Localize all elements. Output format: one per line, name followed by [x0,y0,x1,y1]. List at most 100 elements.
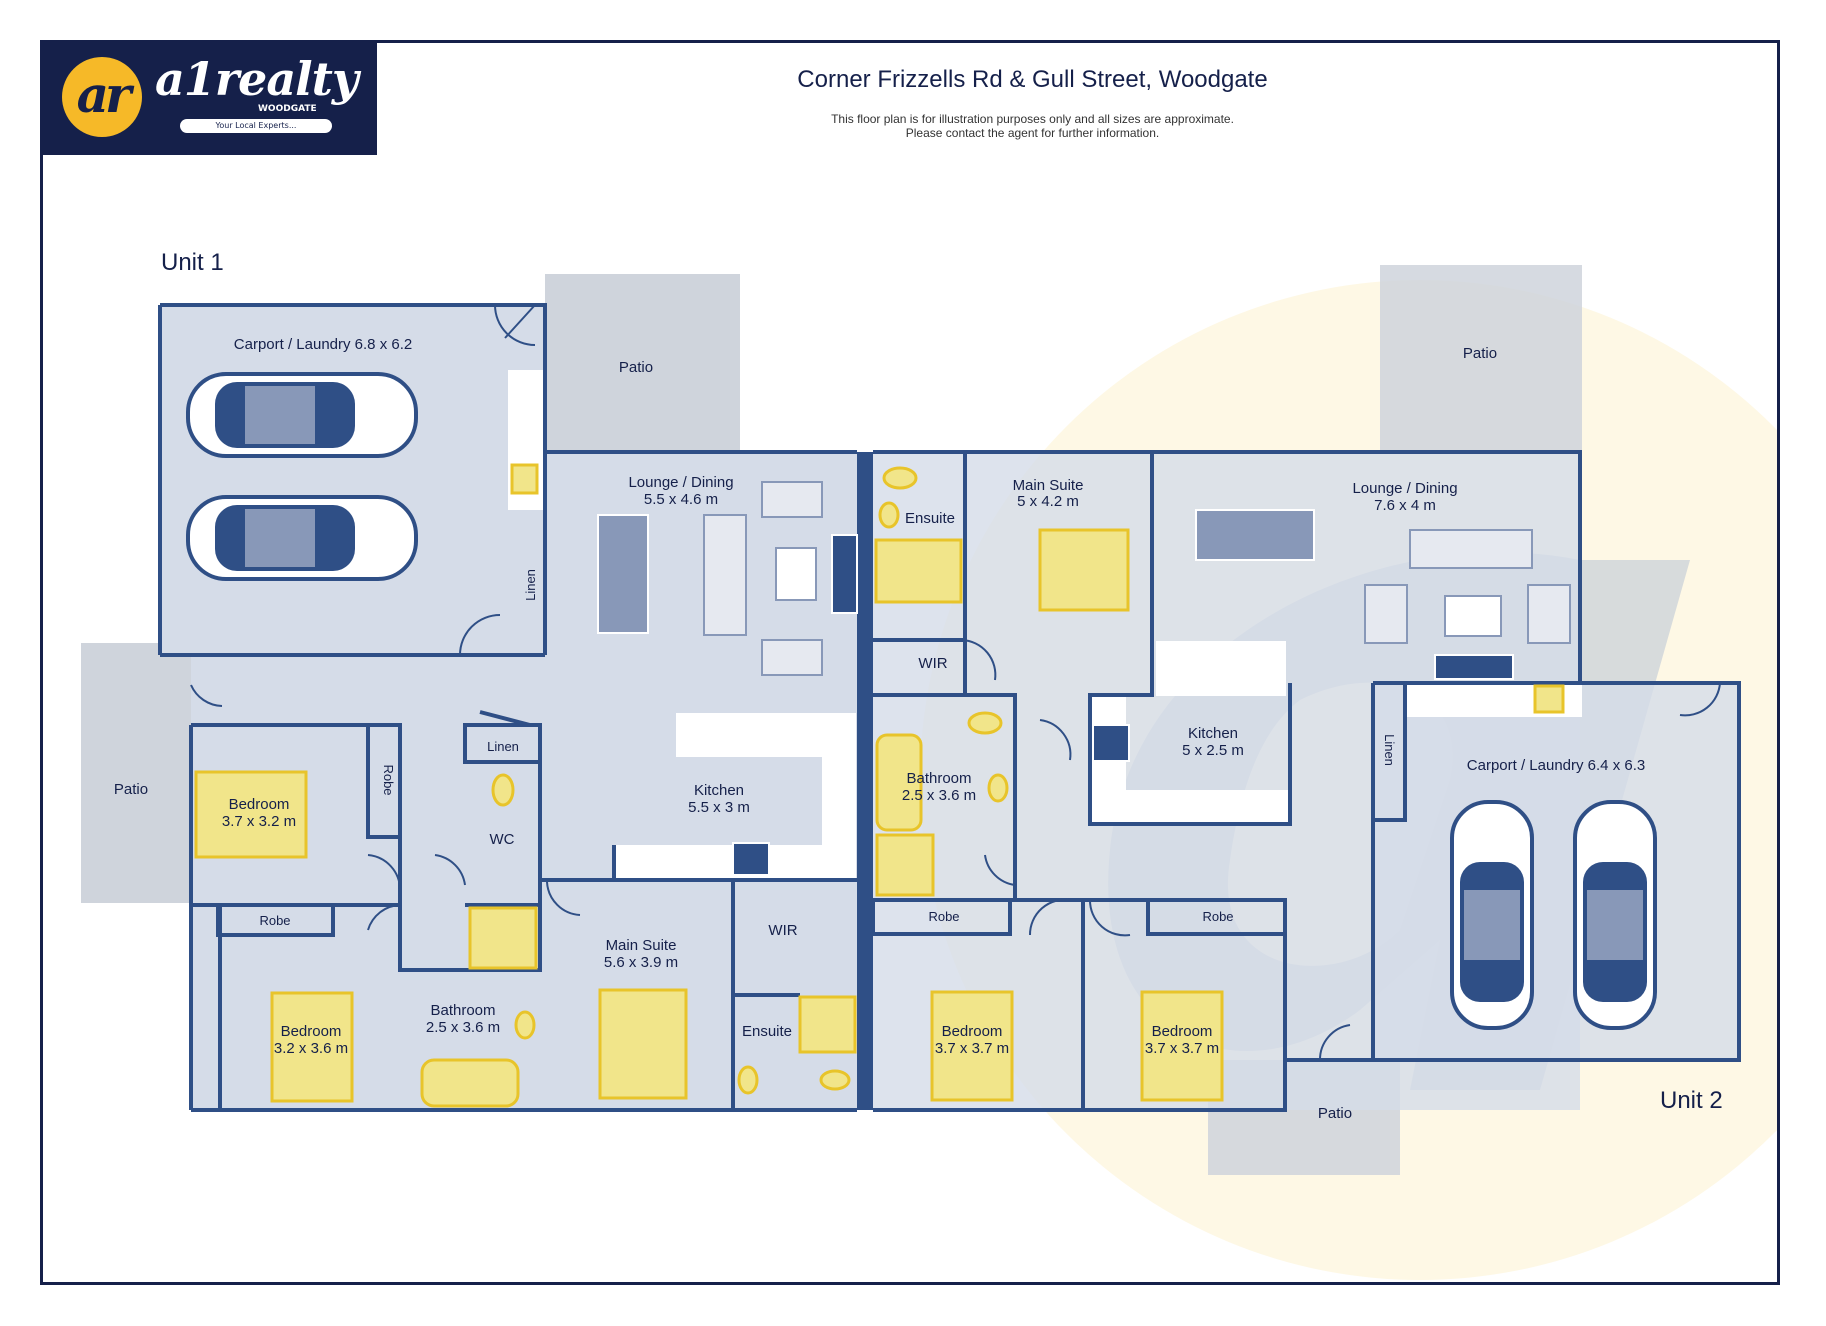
u1-wc-label: WC [490,831,515,848]
u2-kitchen-size: 5 x 2.5 m [1182,742,1244,759]
u1-kitchen-size: 5.5 x 3 m [688,799,750,816]
u1-wir-label: WIR [768,922,797,939]
u1-patio-top-label: Patio [619,359,653,376]
u1-patio-left-label: Patio [114,781,148,798]
u2-ensuite-toilet [882,466,918,490]
u1-main-size: 5.6 x 3.9 m [604,954,678,971]
u1-bath-size: 2.5 x 3.6 m [426,1019,500,1036]
u1-bath-tub [420,1058,520,1108]
u2-bath-name: Bathroom [906,770,971,787]
u2-cooktop [1092,724,1130,762]
u1-coffee-table [775,547,817,601]
patio-u2-top [1380,265,1582,453]
u2-bath-shower [875,833,935,897]
u1-bed1-name: Bedroom [229,796,290,813]
u2-laundry-tub [1533,684,1565,714]
unit-1-label: Unit 1 [161,249,224,276]
u2-bed2 [1140,990,1224,1102]
u1-linen2-label: Linen [487,739,519,754]
u2-main-name: Main Suite [1013,477,1084,494]
u2-tv-unit [1434,654,1514,680]
patio-areas [81,265,1582,1175]
u1-armchair-2 [761,639,823,676]
u1-kitchen-name: Kitchen [694,782,744,799]
u2-bath-basin [987,773,1009,803]
patio-u1-left [81,643,191,903]
u2-main-size: 5 x 4.2 m [1017,493,1079,510]
u1-lounge-name: Lounge / Dining [628,474,733,491]
u2-carport-label: Carport / Laundry 6.4 x 6.3 [1467,757,1645,774]
u1-tv-unit [831,534,858,614]
u1-bath-name: Bathroom [430,1002,495,1019]
u2-main-bed [1038,528,1130,612]
u2-bed2-size: 3.7 x 3.7 m [1145,1040,1219,1057]
agency-logo: ar a1realty WOODGATE Your Local Experts.… [40,40,377,155]
unit-2-label: Unit 2 [1660,1087,1723,1114]
logo-location: WOODGATE [258,104,317,114]
u2-coffee-table [1444,595,1502,637]
u1-laundry-tub [510,463,539,495]
u1-bed2 [270,991,354,1103]
u1-carport-floor [160,305,545,655]
u1-ensuite-label: Ensuite [742,1023,792,1040]
logo-emblem: ar [62,57,142,137]
walls [158,303,1741,1112]
u1-main-name: Main Suite [606,937,677,954]
logo-brand: a1realty [155,52,359,106]
patio-u1-top [545,274,740,452]
u2-armchair-2 [1527,584,1571,644]
cars [186,372,1657,1030]
logo-tagline: Your Local Experts... [180,119,332,133]
u2-kitchen-name: Kitchen [1188,725,1238,742]
u2-ensuite-shower [874,538,963,604]
u2-ensuite-basin [878,501,900,529]
u1-dining-table [597,514,649,634]
u1-ensuite-toilet [819,1069,851,1091]
u2-dining-table [1195,509,1315,561]
u2-ensuite-label: Ensuite [905,510,955,527]
u2-patio-top-label: Patio [1463,345,1497,362]
furniture [597,481,1571,876]
u2-bath-toilet [967,711,1003,735]
u2-patio-bottom-label: Patio [1318,1105,1352,1122]
fixtures [194,463,1565,1108]
u2-linen-label: Linen [1382,734,1397,766]
u2-bed2-name: Bedroom [1152,1023,1213,1040]
page-title: Corner Frizzells Rd & Gull Street, Woodg… [797,66,1268,93]
u1-bed1 [194,770,308,859]
u1-car-2 [186,495,418,581]
u1-bath-basin [514,1010,536,1040]
u1-ensuite-basin [737,1065,759,1095]
u2-car-1 [1450,800,1534,1030]
u1-main-bed [598,988,688,1100]
u2-sofa [1409,529,1533,569]
u1-bed2-size: 3.2 x 3.6 m [274,1040,348,1057]
u1-car-1 [186,372,418,458]
u1-cooktop [732,842,770,876]
u1-bed1-size: 3.7 x 3.2 m [222,813,296,830]
u1-shower [468,906,538,970]
u1-sofa [703,514,747,636]
u2-lounge-name: Lounge / Dining [1352,480,1457,497]
u1-ensuite-shower [798,995,857,1054]
u2-lounge-size: 7.6 x 4 m [1374,497,1436,514]
u2-bed1-name: Bedroom [942,1023,1003,1040]
u1-linen-label: Linen [523,569,538,601]
u1-bed2-name: Bedroom [281,1023,342,1040]
u1-lounge-size: 5.5 x 4.6 m [644,491,718,508]
u2-bed1-size: 3.7 x 3.7 m [935,1040,1009,1057]
u2-bath-tub [875,733,923,832]
u2-armchair-1 [1364,584,1408,644]
u1-robe-v-label: Robe [381,764,396,795]
u2-bed1 [930,990,1014,1102]
disclaimer-line-1: This floor plan is for illustration purp… [831,112,1234,126]
u1-robe-h-label: Robe [259,913,290,928]
u2-car-2 [1573,800,1657,1030]
disclaimer-line-2: Please contact the agent for further inf… [905,126,1160,140]
u1-carport-label: Carport / Laundry 6.8 x 6.2 [234,336,412,353]
doors [190,304,1721,1061]
party-wall [857,452,873,1110]
u2-wir-label: WIR [918,655,947,672]
u1-armchair-1 [761,481,823,518]
